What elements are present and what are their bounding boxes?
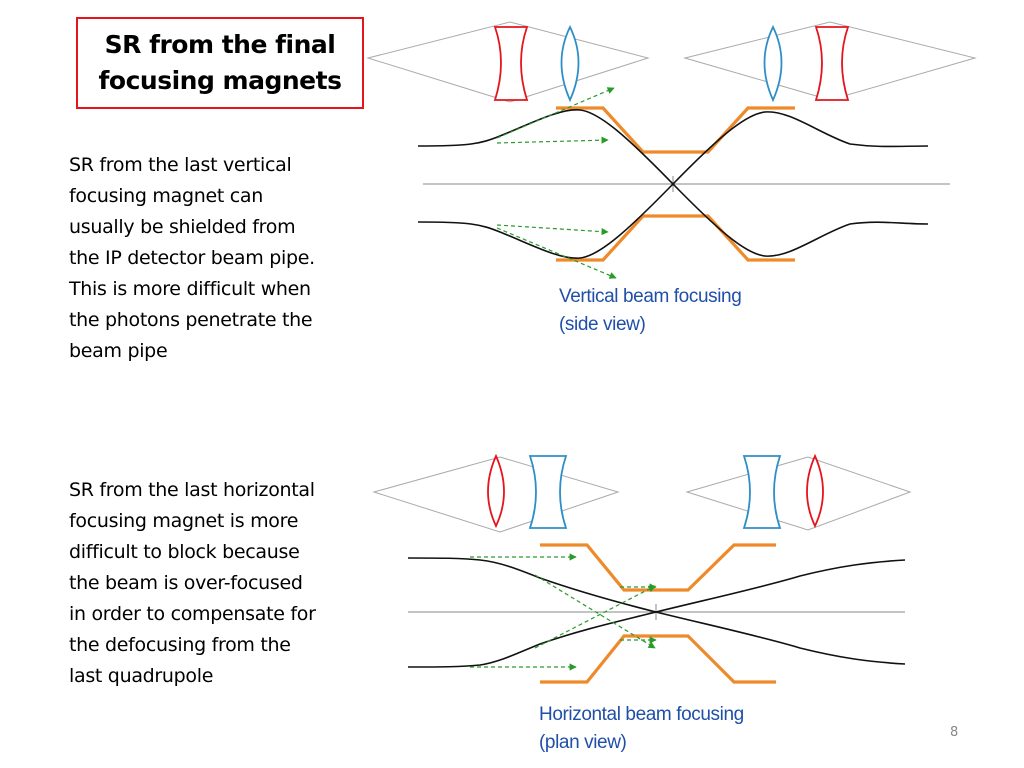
vertical-focusing-description: SR from the last vertical focusing magne… (69, 154, 315, 362)
beam-cone-left-outline (372, 456, 620, 533)
photon-ray-upper-cross (534, 574, 656, 649)
beam-envelope-lower (417, 111, 929, 259)
defocusing-lens-blue-left (528, 455, 568, 529)
photon-ray-upper-1 (496, 87, 615, 139)
focusing-lens-red-left (487, 453, 505, 529)
defocusing-lens-blue-right (742, 455, 782, 529)
horizontal-diagram-caption: Horizontal beam focusing (plan view) (539, 704, 744, 753)
photon-ray-lower-cross (534, 585, 656, 649)
beam-cone-right-outline (685, 456, 912, 531)
defocusing-lens-blue-right (763, 24, 783, 103)
beam-pipe-upper-wall (556, 106, 795, 154)
beam-pipe-lower-wall (540, 634, 776, 684)
focusing-lens-red-right (806, 453, 824, 529)
photon-ray-lower-1 (496, 224, 609, 236)
beam-pipe-lower-wall (556, 214, 795, 262)
photon-ray-lower-2 (496, 227, 617, 279)
beam-cone-left-outline (366, 21, 650, 103)
beam-cone-right-outline (683, 21, 977, 101)
slide-title: SR from the final focusing magnets (76, 17, 364, 109)
vertical-diagram-caption: Vertical beam focusing (side view) (559, 286, 742, 335)
focusing-lens-red-left (493, 26, 529, 101)
beam-envelope-lower (407, 559, 906, 668)
photon-ray-upper-2 (496, 136, 609, 144)
focusing-lens-red-right (814, 26, 850, 101)
defocusing-lens-blue-left (560, 24, 580, 103)
horizontal-focusing-description: SR from the last horizontal focusing mag… (69, 479, 316, 687)
beam-pipe-upper-wall (540, 543, 776, 592)
beam-envelope-upper (407, 557, 906, 665)
page-number: 8 (950, 725, 959, 740)
